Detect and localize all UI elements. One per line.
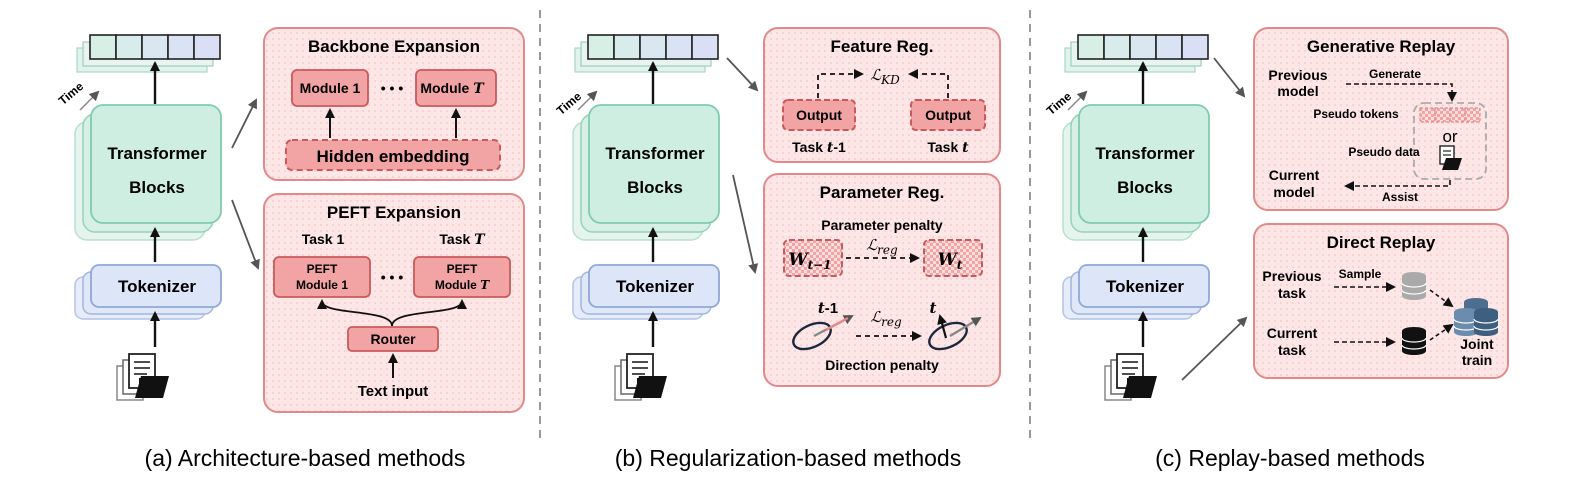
text-input-label: Text input <box>358 383 429 400</box>
blocks-label: Blocks <box>1117 178 1173 197</box>
peft-module-t-line1: PEFT <box>447 262 478 276</box>
transformer-label: Transformer <box>1095 144 1195 163</box>
pseudo-tokens-icon <box>1419 107 1481 123</box>
output-right-label: Output <box>925 107 971 123</box>
pseudo-data-label: Pseudo data <box>1348 145 1420 159</box>
current-task-line1: Current <box>1267 325 1318 341</box>
router-label: Router <box>370 331 416 347</box>
current-task-database-icon <box>1401 326 1427 356</box>
t-minus-1-label: t-1 <box>818 299 838 317</box>
previous-task-database-icon <box>1401 271 1427 301</box>
blocks-label: Blocks <box>129 178 185 197</box>
reg-loss-label: ℒreg <box>866 236 898 257</box>
sample-label: Sample <box>1339 267 1382 281</box>
parameter-reg-title: Parameter Reg. <box>820 183 945 202</box>
current-model-line2: model <box>1273 184 1314 200</box>
pseudo-data-icon <box>1439 145 1462 170</box>
hidden-embedding-label: Hidden embedding <box>317 147 470 166</box>
panel-a-backbone: Time Transformer Blocks Tokenizer <box>56 35 221 401</box>
generative-replay-title: Generative Replay <box>1307 37 1456 56</box>
time-label: Time <box>56 79 87 108</box>
panel-c-backbone: Time Transformer Blocks Tokenizer <box>1044 35 1209 401</box>
backbone-expansion-title: Backbone Expansion <box>308 37 480 56</box>
current-model-line1: Current <box>1269 167 1320 183</box>
previous-model-line1: Previous <box>1268 67 1327 83</box>
time-label: Time <box>1044 89 1075 118</box>
pseudo-tokens-label: Pseudo tokens <box>1313 107 1399 121</box>
time-label: Time <box>554 89 585 118</box>
tokenizer-label: Tokenizer <box>616 277 694 296</box>
previous-model-line2: model <box>1277 83 1318 99</box>
panel-b-backbone: Time Transformer Blocks Tokenizer <box>554 35 719 401</box>
caption-b: (b) Regularization-based methods <box>615 445 961 471</box>
module-t-label: Module T <box>420 80 485 97</box>
tokenizer-label: Tokenizer <box>1106 277 1184 296</box>
joint-train-line2: train <box>1462 352 1492 368</box>
peft-dots: • • • <box>381 269 404 285</box>
module-dots: • • • <box>381 80 404 96</box>
reg-loss-2-label: ℒreg <box>870 308 902 329</box>
peft-expansion-title: PEFT Expansion <box>327 203 461 222</box>
transformer-label: Transformer <box>605 144 705 163</box>
blocks-label: Blocks <box>627 178 683 197</box>
task-t-minus-1-label: Task t-1 <box>792 139 846 156</box>
peft-expansion-box: PEFT Expansion Task 1 Task T PEFT Module… <box>263 193 525 413</box>
w-t-label: Wt <box>938 250 963 272</box>
parameter-reg-box: Parameter Reg. Parameter penalty Wt−1 ℒr… <box>763 173 1001 387</box>
document-stack-icon <box>116 353 170 401</box>
previous-task-line2: task <box>1278 285 1306 301</box>
w-t-minus-1-label: Wt−1 <box>788 250 831 272</box>
t-label: t <box>930 299 937 317</box>
document-stack-icon <box>1104 353 1158 401</box>
previous-task-line1: Previous <box>1262 268 1321 284</box>
kd-loss-label: ℒKD <box>870 66 900 87</box>
direction-penalty-label: Direction penalty <box>825 357 939 373</box>
peft-module-1-line1: PEFT <box>307 262 338 276</box>
assist-label: Assist <box>1382 190 1418 204</box>
direct-replay-title: Direct Replay <box>1327 233 1436 252</box>
peft-module-t-line2: Module T <box>435 278 490 292</box>
task-t-label: Task t <box>927 139 969 156</box>
task-t-label: Task T <box>439 231 486 248</box>
panel-b: Time Transformer Blocks Tokenizer Featur… <box>554 27 1001 471</box>
or-label: or <box>1442 127 1457 146</box>
current-task-line2: task <box>1278 342 1306 358</box>
tokenizer-label: Tokenizer <box>118 277 196 296</box>
direct-replay-box: Direct Replay Previous task Sample Curre… <box>1253 223 1509 379</box>
feature-reg-box: Feature Reg. ℒKD Output Output Task t-1 … <box>763 27 1001 163</box>
caption-a: (a) Architecture-based methods <box>145 445 466 471</box>
generate-label: Generate <box>1369 67 1421 81</box>
output-left-label: Output <box>796 107 842 123</box>
panel-c: Time Transformer Blocks Tokenizer Genera… <box>1044 27 1509 471</box>
transformer-label: Transformer <box>107 144 207 163</box>
document-stack-icon <box>614 353 668 401</box>
parameter-penalty-label: Parameter penalty <box>821 217 943 233</box>
task-1-label: Task 1 <box>302 231 345 247</box>
joint-train-line1: Joint <box>1460 336 1494 352</box>
backbone-expansion-box: Backbone Expansion Module 1 • • • Module… <box>263 27 525 181</box>
panel-a: Time Transformer Blocks Tokenizer Backbo… <box>56 27 525 471</box>
module-1-label: Module 1 <box>300 80 361 96</box>
peft-module-1-line2: Module 1 <box>296 278 348 292</box>
generative-replay-box: Generative Replay Previous model Generat… <box>1253 27 1509 211</box>
caption-c: (c) Replay-based methods <box>1155 445 1425 471</box>
feature-reg-title: Feature Reg. <box>831 37 934 56</box>
